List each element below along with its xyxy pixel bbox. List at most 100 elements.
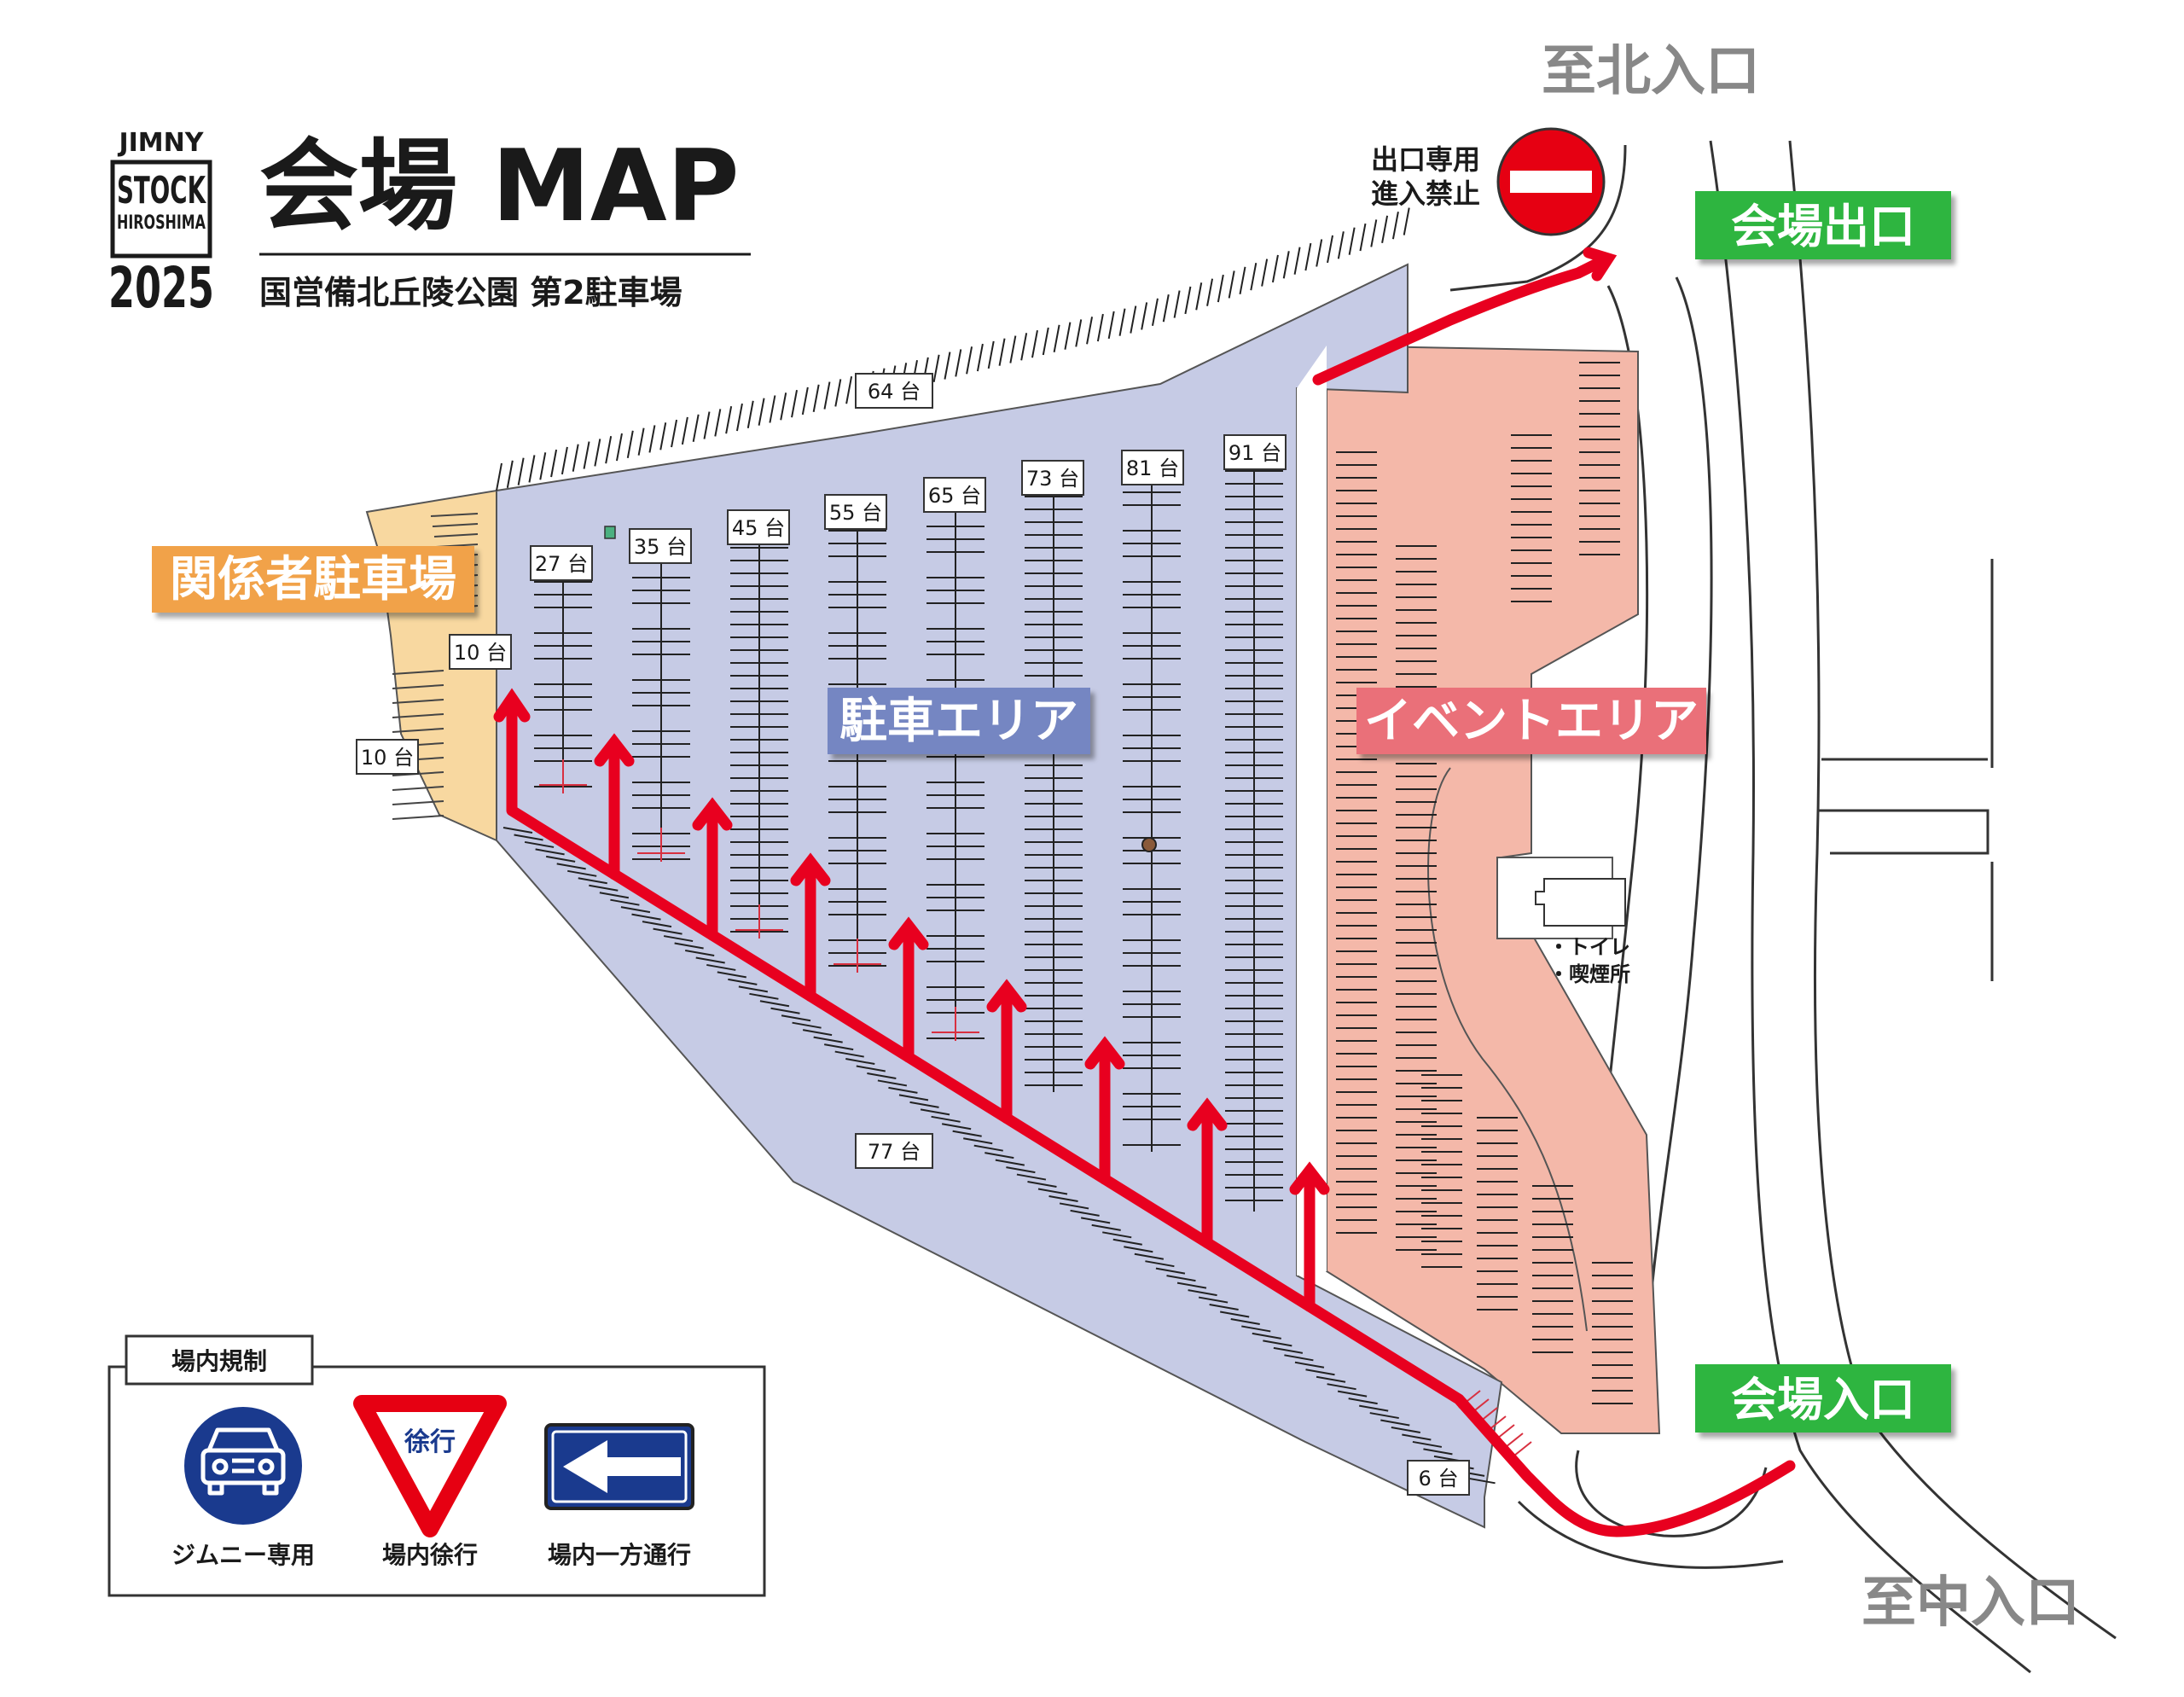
perimeter-stall	[1155, 1267, 1186, 1275]
perimeter-stall	[780, 392, 787, 421]
perimeter-stall	[1230, 1317, 1260, 1325]
perimeter-stall	[823, 381, 831, 410]
perimeter-stall	[578, 877, 607, 885]
perimeter-stall	[877, 1079, 908, 1087]
branch-arrow	[986, 979, 1027, 1125]
staff-stall	[432, 523, 479, 527]
entrance-sign: 会場入口	[1695, 1364, 1951, 1433]
accessible-stall-marks	[539, 759, 1532, 1460]
no-entry-text-2: 進入禁止	[1371, 177, 1480, 210]
perimeter-stall	[653, 927, 682, 935]
perimeter-stall	[1359, 1404, 1389, 1412]
perimeter-stall	[1391, 1427, 1420, 1433]
perimeter-stall	[770, 1007, 800, 1014]
perimeter-stall	[1102, 1231, 1132, 1239]
logo-stock: STOCK	[117, 169, 206, 212]
perimeter-stall	[620, 906, 651, 914]
perimeter-stall	[941, 1123, 972, 1130]
count-staff-b: 10 台	[356, 739, 419, 775]
branch-arrow	[888, 916, 929, 1063]
logo-hiroshima: HIROSHIMA	[117, 212, 206, 234]
perimeter-stall	[1261, 259, 1269, 287]
perimeter-stall	[1316, 1375, 1346, 1383]
page-title: 会場 MAP	[259, 129, 740, 244]
perimeter-stall	[812, 384, 820, 412]
perimeter-stall	[845, 1058, 875, 1066]
perimeter-stall	[550, 449, 558, 478]
perimeter-stall	[1304, 242, 1312, 271]
count-row-3-text: 45 台	[732, 516, 785, 540]
perimeter-stall	[674, 942, 704, 950]
count-corner: 6 台	[1407, 1460, 1470, 1496]
perimeter-stall	[1250, 263, 1258, 291]
count-row-7: 81 台	[1121, 450, 1184, 485]
perimeter-stall	[1053, 324, 1060, 353]
perimeter-stall	[802, 1029, 833, 1037]
perimeter-stall	[1228, 270, 1235, 299]
perimeter-stall	[1118, 308, 1126, 336]
jimny-only-sign: ジムニー専用	[171, 1402, 315, 1569]
perimeter-stall	[524, 840, 555, 848]
perimeter-stall	[671, 419, 678, 448]
perimeter-stall	[1252, 1332, 1281, 1340]
count-row-8-text: 91 台	[1228, 441, 1281, 465]
page-subtitle: 国営備北丘陵公園 第2駐車場	[259, 274, 682, 311]
perimeter-stall	[1048, 1194, 1078, 1202]
perimeter-stall	[502, 827, 533, 834]
perimeter-stall	[909, 1101, 939, 1108]
perimeter-stall	[758, 398, 765, 426]
perimeter-stall	[1124, 1246, 1153, 1253]
traffic-route	[506, 254, 1796, 1537]
one-way-label: 場内一方通行	[548, 1541, 691, 1569]
branch-arrow	[594, 733, 635, 880]
staff-stall	[392, 684, 444, 689]
perimeter-stall	[506, 460, 514, 489]
perimeter-stall	[1381, 215, 1389, 243]
perimeter-stall	[1151, 298, 1159, 326]
perimeter-stall	[749, 992, 779, 1000]
perimeter-stall	[556, 863, 586, 870]
perimeter-stall	[1337, 231, 1345, 259]
perimeter-stall	[1006, 1166, 1036, 1174]
perimeter-stall	[706, 963, 736, 971]
perimeter-stall	[1209, 1304, 1239, 1311]
perimeter-stall	[966, 346, 973, 375]
perimeter-stall	[1162, 293, 1170, 323]
count-row-6: 73 台	[1021, 460, 1084, 496]
branch-arrow	[790, 852, 831, 1003]
perimeter-stall	[1166, 1275, 1196, 1282]
staff-stall	[392, 670, 444, 675]
count-row-5: 65 台	[923, 477, 986, 513]
perimeter-stall	[1316, 239, 1323, 267]
perimeter-stall	[952, 1130, 982, 1137]
perimeter-stall	[1391, 211, 1399, 240]
perimeter-stall	[1188, 1289, 1217, 1297]
perimeter-stall	[1403, 207, 1410, 235]
perimeter-stall	[932, 354, 940, 382]
perimeter-stall	[1327, 235, 1333, 264]
perimeter-stall	[637, 427, 645, 456]
perimeter-stall	[1016, 1173, 1047, 1181]
perimeter-stall	[1134, 1252, 1165, 1260]
perimeter-stall	[1337, 1390, 1368, 1398]
perimeter-stall	[1206, 278, 1214, 306]
perimeter-stall	[626, 430, 634, 459]
perimeter-stall	[725, 406, 733, 434]
parking-area-label: 駐車エリア	[828, 688, 1090, 754]
slow-down-sign: 徐行 場内徐行	[353, 1395, 507, 1569]
perimeter-stall	[1059, 1202, 1089, 1210]
exit-sign-label: 会場出口	[1731, 200, 1915, 253]
perimeter-stall	[769, 395, 776, 423]
perimeter-stall	[1305, 1369, 1335, 1376]
perimeter-stall	[1348, 1398, 1378, 1405]
legend-panel: 場内規制 ジムニー専用 徐行 場内徐行 場内一方通行	[107, 1334, 766, 1597]
perimeter-stall	[1380, 1419, 1410, 1427]
staff-stall	[392, 815, 444, 820]
perimeter-stall	[717, 971, 746, 979]
perimeter-stall	[931, 1115, 961, 1123]
branch-arrow	[1187, 1097, 1228, 1249]
event-logo: JIMNY STOCK HIROSHIMA 2025	[108, 128, 214, 321]
perimeter-stall	[792, 1021, 822, 1029]
perimeter-stall	[1271, 254, 1279, 283]
